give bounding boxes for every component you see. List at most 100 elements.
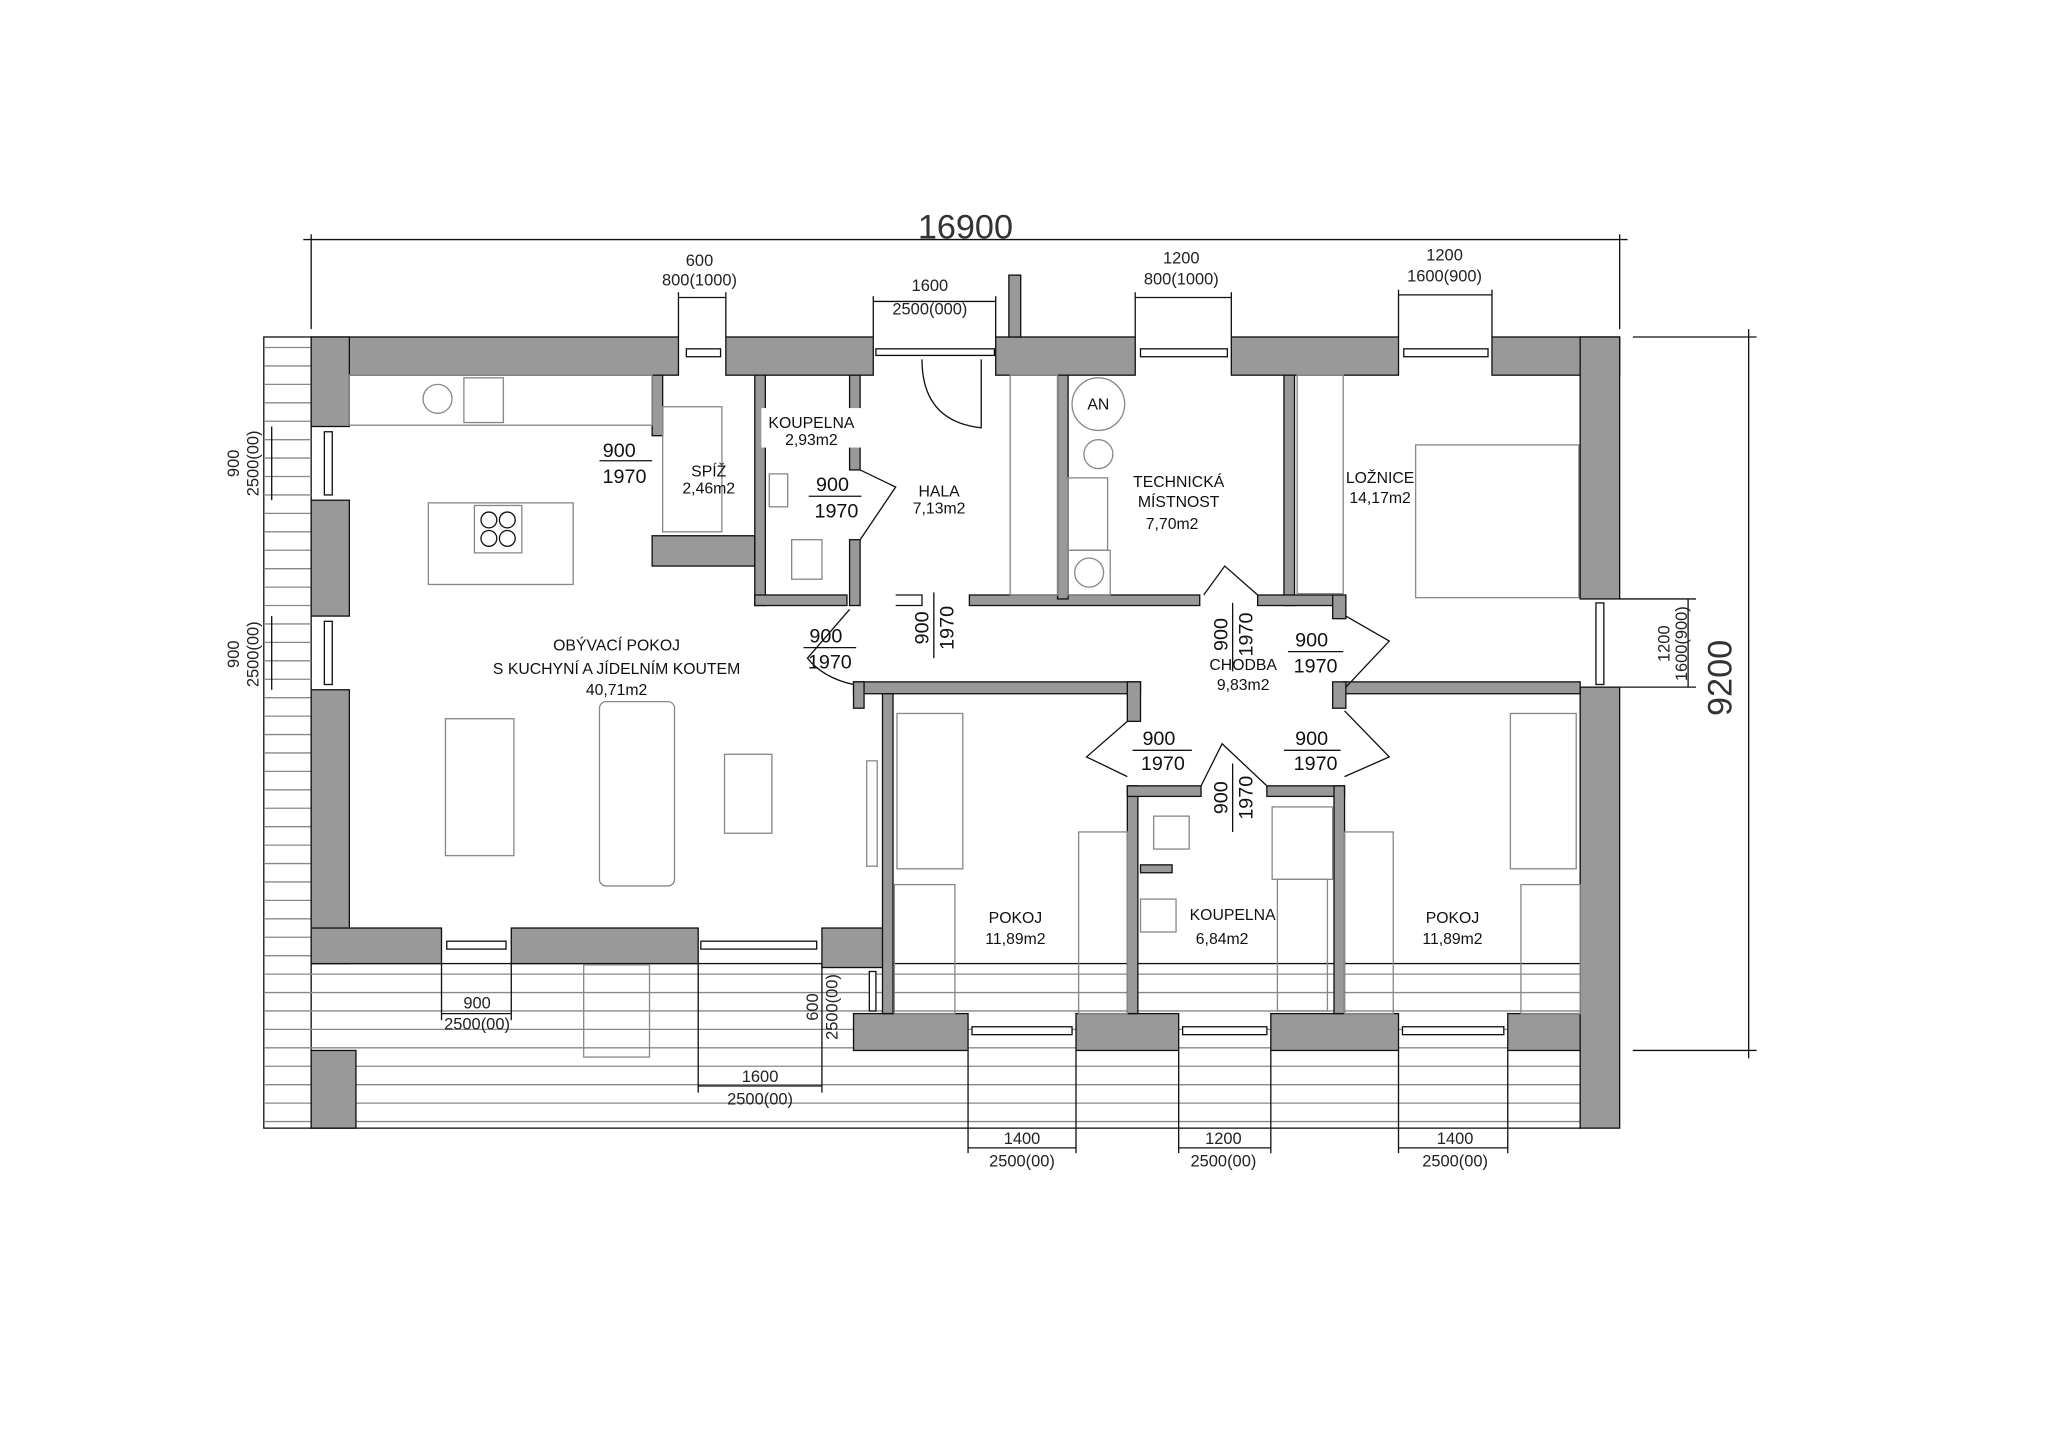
wardrobe bbox=[1009, 374, 1059, 596]
room-area: 6,84m2 bbox=[1196, 931, 1249, 948]
window-top-4 bbox=[1403, 348, 1489, 358]
windows bbox=[323, 348, 1605, 1036]
kitchen-counter bbox=[348, 374, 653, 426]
room-labels: KOUPELNA 2,93m2 SPÍŽ 2,46m2 HALA 7,13m2 … bbox=[493, 396, 1483, 947]
room-name: S KUCHYNÍ A JÍDELNÍM KOUTEM bbox=[493, 659, 740, 678]
window-width: 1200 bbox=[1205, 1130, 1242, 1148]
bed bbox=[1509, 712, 1577, 870]
door-labels: 900 1970 900 1970 900 1970 900 1970 900 … bbox=[603, 440, 1338, 820]
interior-walls bbox=[651, 374, 1581, 1015]
window-height: 800(1000) bbox=[662, 272, 737, 290]
terrace-table bbox=[583, 964, 651, 1058]
cooktop-icon bbox=[473, 504, 523, 554]
bed bbox=[896, 712, 964, 870]
room-name: TECHNICKÁ bbox=[1133, 472, 1225, 491]
door-height: 1970 bbox=[1141, 753, 1185, 775]
window-height: 2500(00) bbox=[989, 1152, 1055, 1170]
window-bottom-1 bbox=[446, 940, 507, 950]
outer-walls bbox=[310, 274, 1621, 1129]
window-height: 2500(000) bbox=[892, 301, 967, 319]
tv bbox=[866, 760, 878, 867]
door-width: 900 bbox=[1142, 728, 1175, 750]
door-height: 1970 bbox=[1235, 613, 1257, 657]
window-bottom-4 bbox=[1181, 1026, 1268, 1036]
window-height: 2500(00) bbox=[1191, 1152, 1257, 1170]
window-height: 1600(900) bbox=[1673, 606, 1691, 681]
room-area: 7,70m2 bbox=[1146, 516, 1199, 533]
sofa bbox=[598, 700, 676, 887]
door-height: 1970 bbox=[1294, 656, 1338, 678]
door-height: 1970 bbox=[937, 606, 959, 650]
room-name: CHODBA bbox=[1209, 657, 1277, 674]
window-width: 1200 bbox=[1656, 625, 1674, 662]
window-top-1 bbox=[685, 348, 722, 358]
window-bottom-3 bbox=[971, 1026, 1073, 1036]
window-height: 2500(00) bbox=[444, 1015, 510, 1033]
window-dimensions: 600 800(1000) 1600 2500(000) 1200 800(10… bbox=[225, 247, 1691, 1171]
kitchen-appliance bbox=[422, 383, 453, 414]
window-width: 900 bbox=[225, 450, 243, 477]
door-width: 900 bbox=[1295, 629, 1328, 651]
washing-machine-icon bbox=[1067, 549, 1111, 596]
room-name: SPÍŽ bbox=[691, 462, 726, 481]
room-area: 11,89m2 bbox=[985, 931, 1045, 948]
window-width: 1200 bbox=[1163, 249, 1200, 267]
door-height: 1970 bbox=[808, 652, 852, 674]
wardrobe bbox=[1296, 374, 1344, 595]
shower bbox=[1271, 806, 1334, 880]
furniture bbox=[348, 374, 1581, 1058]
door-height: 1970 bbox=[603, 466, 647, 488]
window-top-3 bbox=[1139, 348, 1229, 358]
window-height: 2500(00) bbox=[1422, 1152, 1488, 1170]
window-height: 2500(00) bbox=[727, 1090, 793, 1108]
room-area: 14,17m2 bbox=[1349, 490, 1410, 507]
desk bbox=[1520, 883, 1581, 1015]
desk bbox=[893, 883, 956, 1015]
bathtub bbox=[1276, 878, 1329, 1012]
window-width: 600 bbox=[804, 993, 822, 1020]
overall-depth: 9200 bbox=[1702, 640, 1740, 716]
toilet-icon bbox=[791, 539, 823, 580]
wardrobe bbox=[1343, 831, 1394, 1015]
room-name: HALA bbox=[918, 483, 960, 500]
doors bbox=[806, 359, 1391, 787]
room-area: 40,71m2 bbox=[586, 682, 647, 699]
room-name: LOŽNICE bbox=[1346, 468, 1414, 487]
window-top-2 bbox=[875, 348, 996, 357]
terrace bbox=[263, 336, 1581, 1129]
door-height: 1970 bbox=[1294, 753, 1338, 775]
door-height: 1970 bbox=[814, 500, 858, 522]
window-height: 2500(00) bbox=[245, 430, 263, 496]
dining-table bbox=[444, 718, 515, 857]
window-height: 2500(00) bbox=[824, 974, 842, 1040]
room-name: KOUPELNA bbox=[1190, 907, 1276, 924]
door-width: 900 bbox=[912, 611, 934, 644]
washbasin-icon bbox=[1153, 815, 1190, 850]
window-height: 800(1000) bbox=[1144, 270, 1219, 288]
door-width: 900 bbox=[816, 474, 849, 496]
window-width: 900 bbox=[225, 641, 243, 668]
boiler-icon bbox=[1071, 377, 1126, 432]
door-width: 900 bbox=[809, 625, 842, 647]
room-area: 11,89m2 bbox=[1422, 931, 1482, 948]
window-left-2 bbox=[323, 620, 333, 686]
dimension-lines bbox=[271, 234, 1757, 1154]
sink-icon bbox=[463, 377, 505, 424]
window-bottom-5 bbox=[1401, 1026, 1505, 1036]
room-area: 7,13m2 bbox=[913, 500, 966, 517]
door-width: 900 bbox=[603, 440, 636, 462]
window-width: 1600 bbox=[912, 277, 949, 295]
boiler-label: AN bbox=[1087, 396, 1109, 413]
window-width: 900 bbox=[463, 994, 490, 1012]
overall-width: 16900 bbox=[918, 208, 1013, 246]
door-width: 900 bbox=[1210, 618, 1232, 651]
washbasin-icon bbox=[768, 473, 789, 508]
room-name: POKOJ bbox=[989, 910, 1043, 927]
room-name: OBÝVACÍ POKOJ bbox=[553, 635, 680, 654]
pantry-shelf bbox=[662, 406, 723, 533]
window-height: 1600(900) bbox=[1407, 268, 1482, 286]
double-bed bbox=[1414, 444, 1580, 599]
room-name: POKOJ bbox=[1426, 910, 1479, 927]
room-name: MÍSTNOST bbox=[1138, 492, 1220, 511]
window-bottom-2 bbox=[700, 940, 818, 950]
